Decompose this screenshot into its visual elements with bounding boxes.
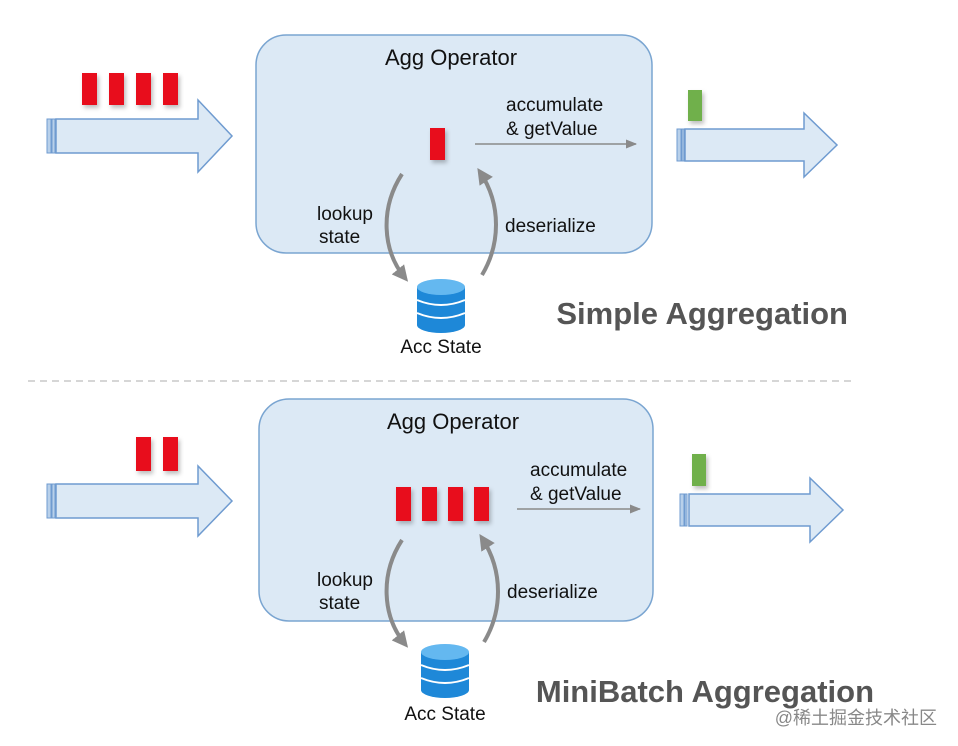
agg-operator-box: [255, 34, 653, 254]
deserialize-label: deserialize: [507, 582, 598, 603]
operator-title: Agg Operator: [385, 45, 517, 70]
output-stream-arrow: [676, 111, 839, 179]
input-record: [163, 437, 178, 471]
state-label: state: [319, 227, 360, 248]
acc-state-label: Acc State: [400, 337, 481, 358]
section-title: MiniBatch Aggregation: [536, 674, 874, 709]
input-record: [136, 73, 151, 105]
input-stream-arrow: [46, 464, 234, 538]
output-stream-arrow: [679, 476, 845, 544]
watermark: @稀土掘金技术社区: [775, 708, 937, 728]
accumulate-label: accumulate: [530, 460, 627, 481]
lookup-label: lookup: [317, 570, 373, 591]
buffered-record: [474, 487, 489, 521]
get-value-label: & getValue: [506, 119, 598, 140]
input-record: [136, 437, 151, 471]
buffered-record: [448, 487, 463, 521]
database-icon: [420, 644, 470, 698]
database-icon: [416, 279, 466, 333]
output-record: [688, 90, 702, 121]
lookup-label: lookup: [317, 204, 373, 225]
operator-title: Agg Operator: [387, 409, 519, 434]
acc-state-label: Acc State: [404, 704, 485, 725]
minibatch-aggregation-section: Agg Operator accumulate & getValue looku…: [46, 398, 874, 725]
output-record: [692, 454, 706, 486]
buffered-record: [430, 128, 445, 160]
lookup-state-arrow: [384, 538, 409, 648]
input-record: [163, 73, 178, 105]
state-label: state: [319, 593, 360, 614]
input-record: [109, 73, 124, 105]
get-value-label: & getValue: [530, 484, 622, 505]
accumulate-label: accumulate: [506, 95, 603, 116]
input-records: [82, 73, 178, 105]
input-stream-arrow: [46, 98, 234, 174]
input-record: [82, 73, 97, 105]
buffered-records: [396, 487, 489, 521]
section-title: Simple Aggregation: [556, 296, 848, 331]
deserialize-arrow: [479, 533, 500, 644]
simple-aggregation-section: Agg Operator accumulate & getValue looku…: [46, 34, 848, 358]
buffered-record: [396, 487, 411, 521]
deserialize-arrow: [477, 168, 498, 277]
deserialize-label: deserialize: [505, 216, 596, 237]
buffered-record: [422, 487, 437, 521]
input-records: [136, 437, 178, 471]
lookup-state-arrow: [384, 172, 409, 282]
